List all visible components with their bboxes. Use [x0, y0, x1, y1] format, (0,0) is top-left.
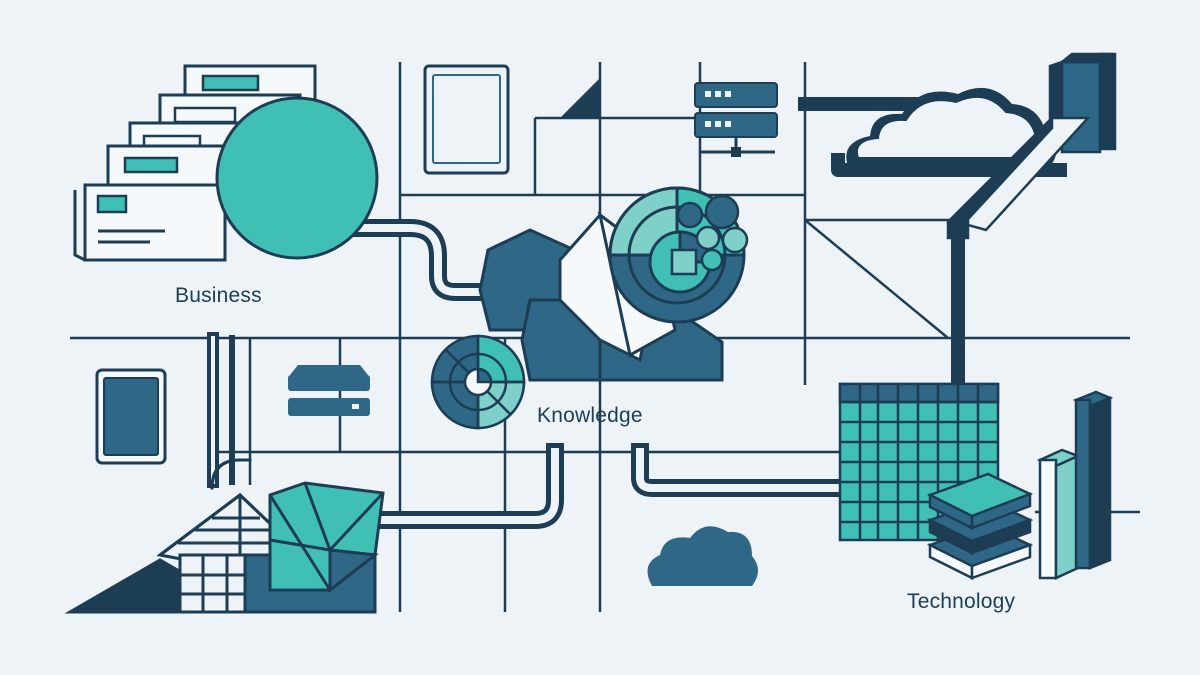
server-rack-icon: [694, 82, 778, 157]
beam-structure: [946, 52, 1117, 240]
label-knowledge: Knowledge: [537, 404, 643, 427]
tablet-icon-left: [95, 368, 167, 465]
connector-pipes: [207, 97, 1067, 529]
cloud-icon-bottom: [647, 526, 758, 586]
label-technology: Technology: [907, 590, 1016, 613]
triangle-shade: [560, 78, 600, 118]
house-icon: [64, 481, 385, 614]
table-grid-icon: [838, 382, 1000, 542]
tablet-icon: [423, 64, 510, 175]
pie-chart-icon: [430, 334, 526, 430]
hard-drive-icon: [288, 365, 370, 416]
puzzle-cluster-icon: [478, 186, 749, 382]
label-business: Business: [175, 284, 262, 307]
layer-stack-icon: [926, 472, 1034, 581]
circle-icon: [215, 96, 379, 260]
bar-chart-icon: [1036, 390, 1114, 580]
